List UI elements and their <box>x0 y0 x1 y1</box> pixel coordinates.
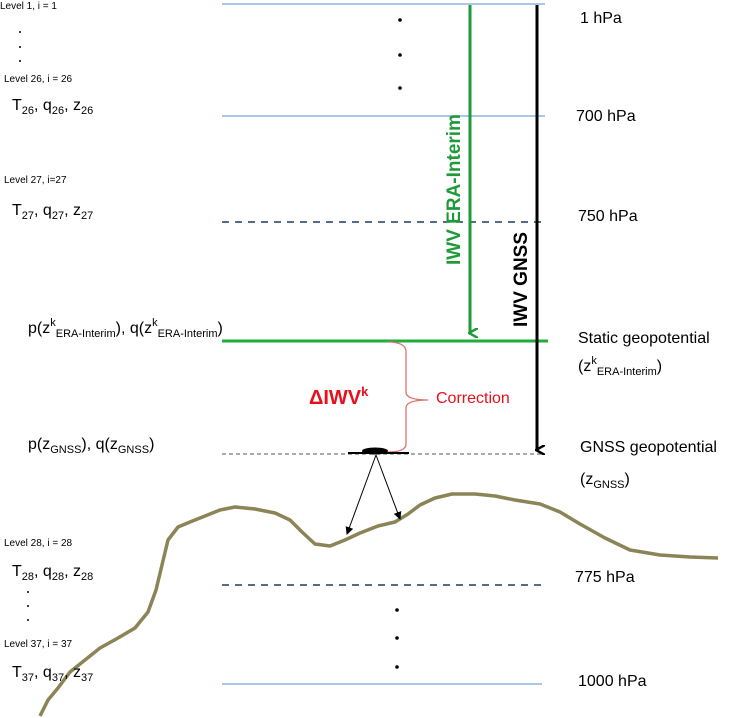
p-q-era-interim-label: p(zkERA-Interim), q(zkERA-Interim) <box>28 317 223 340</box>
terrain-profile <box>38 492 719 717</box>
delta-iwv-label: ΔIWVk <box>309 384 369 409</box>
gnss-geopotential-sub: (zGNSS) <box>580 471 630 491</box>
static-geopotential-label: Static geopotential <box>578 330 710 347</box>
ellipsis-dots-bottom <box>27 591 399 669</box>
label-700hpa: 700 hPa <box>576 108 636 125</box>
level-37-label: Level 37, i = 37 <box>4 639 73 650</box>
level-37-vars: T37, q37, z37 <box>12 664 93 684</box>
label-1000hpa: 1000 hPa <box>578 673 647 690</box>
level-26-vars: T26, q26, z26 <box>12 97 93 117</box>
level-27-vars: T27, q27, z27 <box>12 202 93 222</box>
p-q-gnss-label: p(zGNSS), q(zGNSS) <box>28 436 154 456</box>
label-775hpa: 775 hPa <box>575 569 635 586</box>
level-26-label: Level 26, i = 26 <box>4 74 73 85</box>
gnss-geopotential-label: GNSS geopotential <box>580 439 717 456</box>
era-interim-arrow-label: IWV ERA-Interim <box>444 114 465 265</box>
level-28-label: Level 28, i = 28 <box>4 538 73 549</box>
antenna-ray-left <box>345 454 377 535</box>
correction-label: Correction <box>436 390 510 407</box>
level-1-label: Level 1, i = 1 <box>0 1 57 12</box>
gnss-antenna-icon <box>348 447 409 455</box>
level-28-vars: T28, q28, z28 <box>12 563 93 583</box>
antenna-ray-right <box>375 454 402 520</box>
label-750hpa: 750 hPa <box>578 208 638 225</box>
correction-brace <box>387 341 429 453</box>
label-1hpa: 1 hPa <box>580 10 622 27</box>
gnss-arrow-label: IWV GNSS <box>511 232 532 327</box>
static-geopotential-sub: (zkERA-Interim) <box>578 355 662 378</box>
ellipsis-dots-top <box>19 18 402 90</box>
level-27-label: Level 27, i=27 <box>4 175 67 186</box>
